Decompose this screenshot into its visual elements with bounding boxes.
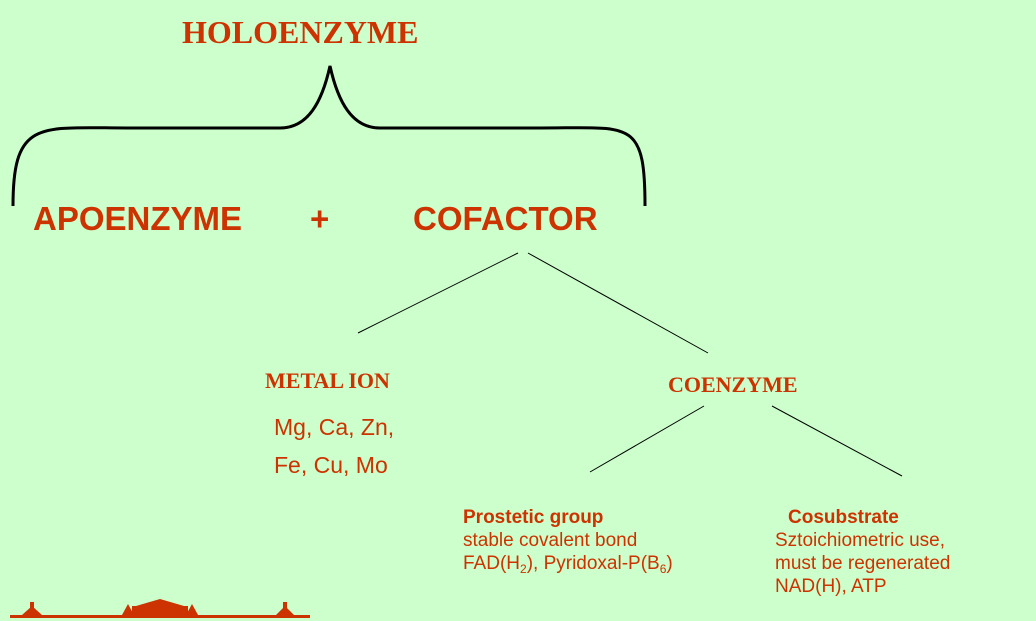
- cosubstrate-desc-1: Sztoichiometric use,: [775, 530, 946, 551]
- cosubstrate-title: Cosubstrate: [788, 507, 899, 528]
- prostetic-group-block: Prostetic group stable covalent bond FAD…: [463, 506, 673, 575]
- metal-ion-examples-line1: Mg, Ca, Zn,: [274, 414, 395, 440]
- holoenzyme-label: HOLOENZYME: [182, 14, 419, 50]
- prostetic-group-title: Prostetic group: [463, 507, 604, 528]
- university-building-logo-icon: [10, 599, 310, 618]
- cosubstrate-block: Cosubstrate Sztoichiometric use, must be…: [775, 506, 950, 598]
- holoenzyme-brace: [11, 65, 647, 207]
- coenzyme-to-cosubstrate-line: [771, 405, 903, 477]
- coenzyme-label: COENZYME: [668, 372, 798, 397]
- prostetic-group-desc: stable covalent bond: [463, 530, 638, 551]
- cosubstrate-desc-2: must be regenerated: [775, 553, 951, 574]
- prostetic-group-examples: FAD(H2), Pyridoxal-P(B6): [463, 553, 673, 576]
- plus-sign: +: [310, 200, 330, 237]
- cofactor-to-metal-ion-line: [357, 252, 519, 334]
- apoenzyme-label: APOENZYME: [33, 200, 243, 237]
- metal-ion-examples-line2: Fe, Cu, Mo: [274, 452, 388, 478]
- cofactor-to-coenzyme-line: [527, 252, 709, 354]
- cofactor-label: COFACTOR: [413, 200, 598, 237]
- coenzyme-to-prostetic-line: [589, 405, 705, 473]
- metal-ion-label: METAL ION: [265, 368, 390, 393]
- cosubstrate-examples: NAD(H), ATP: [775, 576, 887, 597]
